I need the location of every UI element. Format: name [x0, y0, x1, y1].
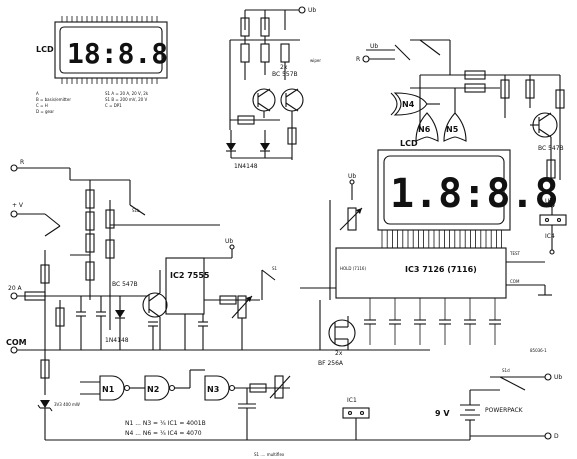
gate-note-1: N1 ... N3 = ¼ IC1 = 4001B — [125, 420, 206, 427]
ic3-test: TEST — [509, 251, 521, 256]
svg-text:Ub: Ub — [225, 238, 233, 245]
gate-n3-label: N3 — [207, 385, 219, 394]
svg-text:R: R — [356, 56, 360, 63]
gate-n4: N4 — [390, 92, 440, 116]
svg-text:S1d: S1d — [502, 368, 510, 373]
ic4-right: Ub IC4 — [539, 198, 567, 255]
bc557b-label: BC 557B — [272, 71, 298, 78]
input-20a-label: 20 A — [8, 285, 23, 292]
legend-left-1: B = basis/emitter — [36, 97, 71, 102]
ub-terminal-mid: Ub — [300, 173, 363, 300]
input-v: + V — [10, 202, 45, 218]
legend: A B = basis/emitter C = H D = gear S1 A … — [36, 91, 149, 114]
input-r-label: R — [20, 159, 24, 166]
input-v-label: + V — [12, 202, 24, 209]
zener-label: 3V3 400 mW — [54, 402, 80, 407]
svg-text:S1b: S1b — [132, 208, 140, 213]
ic3-capacitors — [364, 298, 501, 345]
fet-bf256a: BF 256A 2x — [318, 300, 356, 367]
gate-n5-label: N5 — [446, 125, 459, 134]
mid-potentiometer: S1 — [231, 266, 278, 350]
diode-top-label: 1N4148 — [234, 163, 258, 170]
input-com-label: COM — [6, 338, 27, 347]
zener-diode: 3V3 400 mW — [37, 350, 470, 441]
transistor-bc547b-right: BC 547B — [500, 75, 565, 205]
gate-n2-label: N2 — [147, 385, 159, 394]
ic1-supply: IC1 — [342, 397, 370, 440]
battery-label: POWERPACK — [485, 407, 524, 414]
legend-right-1: S1 B = 200 mV, 20 V — [105, 97, 147, 102]
gate-n5: N5 — [443, 88, 467, 142]
bc547b-left-label: BC 547B — [112, 281, 138, 288]
gate-n3: N3 — [204, 375, 291, 401]
battery-voltage: 9 V — [435, 409, 450, 418]
svg-text:COM: COM — [510, 279, 520, 284]
svg-text:Ub: Ub — [370, 43, 378, 50]
lcd-main-digits: 1.8:8.8 — [390, 171, 559, 217]
legend-right-0: S1 A = 20 A, 20 V, 2k — [105, 91, 149, 96]
transistor-pair-bc557b: BC 557B 2x — [252, 64, 304, 160]
ub-terminal-top: Ub — [244, 6, 316, 30]
legend-left-3: D = gear — [36, 109, 54, 114]
bottom-capacitor — [238, 388, 256, 440]
diode-stack-top: 1N4148 — [226, 115, 292, 170]
gate-n1: N1 — [80, 375, 145, 401]
svg-text:S1: S1 — [272, 266, 278, 271]
wiper-note: wiper — [310, 58, 321, 63]
gate-notes: N1 ... N3 = ¼ IC1 = 4001B N4 ... N6 = ¼ … — [125, 420, 206, 437]
lcd-main: LCD 1.8:8.8 — [377, 139, 559, 236]
transistor-bc547b-left: BC 547B — [112, 270, 168, 350]
lcd-main-label: LCD — [400, 139, 418, 148]
lcd-top-label: LCD — [36, 45, 54, 54]
bottom-label: S1 .... multiflex — [254, 452, 285, 457]
reference-number: 85036-1 — [530, 348, 547, 353]
diode-mid-label: 1N4148 — [105, 337, 129, 344]
gate-n6: N6 — [415, 112, 439, 142]
gate-n6-label: N6 — [418, 125, 431, 134]
battery-powerpack: Ub S1d 9 V POWERPACK D — [435, 368, 562, 440]
pair-note: 2x — [280, 64, 288, 71]
ic1-label: IC1 — [347, 397, 357, 404]
left-capacitors: 1N4148 — [76, 296, 129, 350]
lcd-top-digits: 18:8.8 — [67, 37, 168, 70]
ic3-label: IC3 7126 (7116) — [405, 265, 477, 274]
ic4-label: IC4 — [545, 233, 555, 240]
svg-text:Ub: Ub — [348, 173, 356, 180]
gate-n1-label: N1 — [102, 385, 115, 394]
legend-left-0: A — [36, 91, 39, 96]
legend-left-2: C = H — [36, 103, 48, 108]
gate-note-2: N4 ... N6 = ¼ IC4 = 4070 — [125, 430, 202, 437]
svg-text:D: D — [554, 433, 559, 440]
resistor-network-top: wiper — [229, 17, 321, 130]
fet-label: BF 256A — [318, 360, 344, 367]
ic2-7555: IC2 7555 Ub — [148, 238, 260, 350]
svg-text:Ub: Ub — [554, 374, 562, 381]
ub-top-label: Ub — [308, 7, 316, 14]
ic3-7126: IC3 7126 (7116) TEST COM HOLD (7116) — [335, 247, 552, 299]
lcd-bus — [381, 236, 503, 248]
svg-text:Ub: Ub — [545, 198, 553, 205]
hold-label: HOLD (7116) — [340, 266, 366, 271]
input-r: R — [10, 159, 70, 172]
ic2-label: IC2 7555 — [170, 271, 210, 280]
legend-right-2: C = DP1 — [105, 103, 122, 108]
gate-n4-label: N4 — [402, 100, 415, 109]
lcd-component-top: LCD 18:8.8 — [36, 16, 168, 84]
input-com: COM — [6, 338, 430, 354]
left-resistor-ladder: S1b — [40, 168, 220, 350]
gate-n2: N2 — [144, 369, 205, 401]
svg-text:2x: 2x — [335, 350, 343, 357]
